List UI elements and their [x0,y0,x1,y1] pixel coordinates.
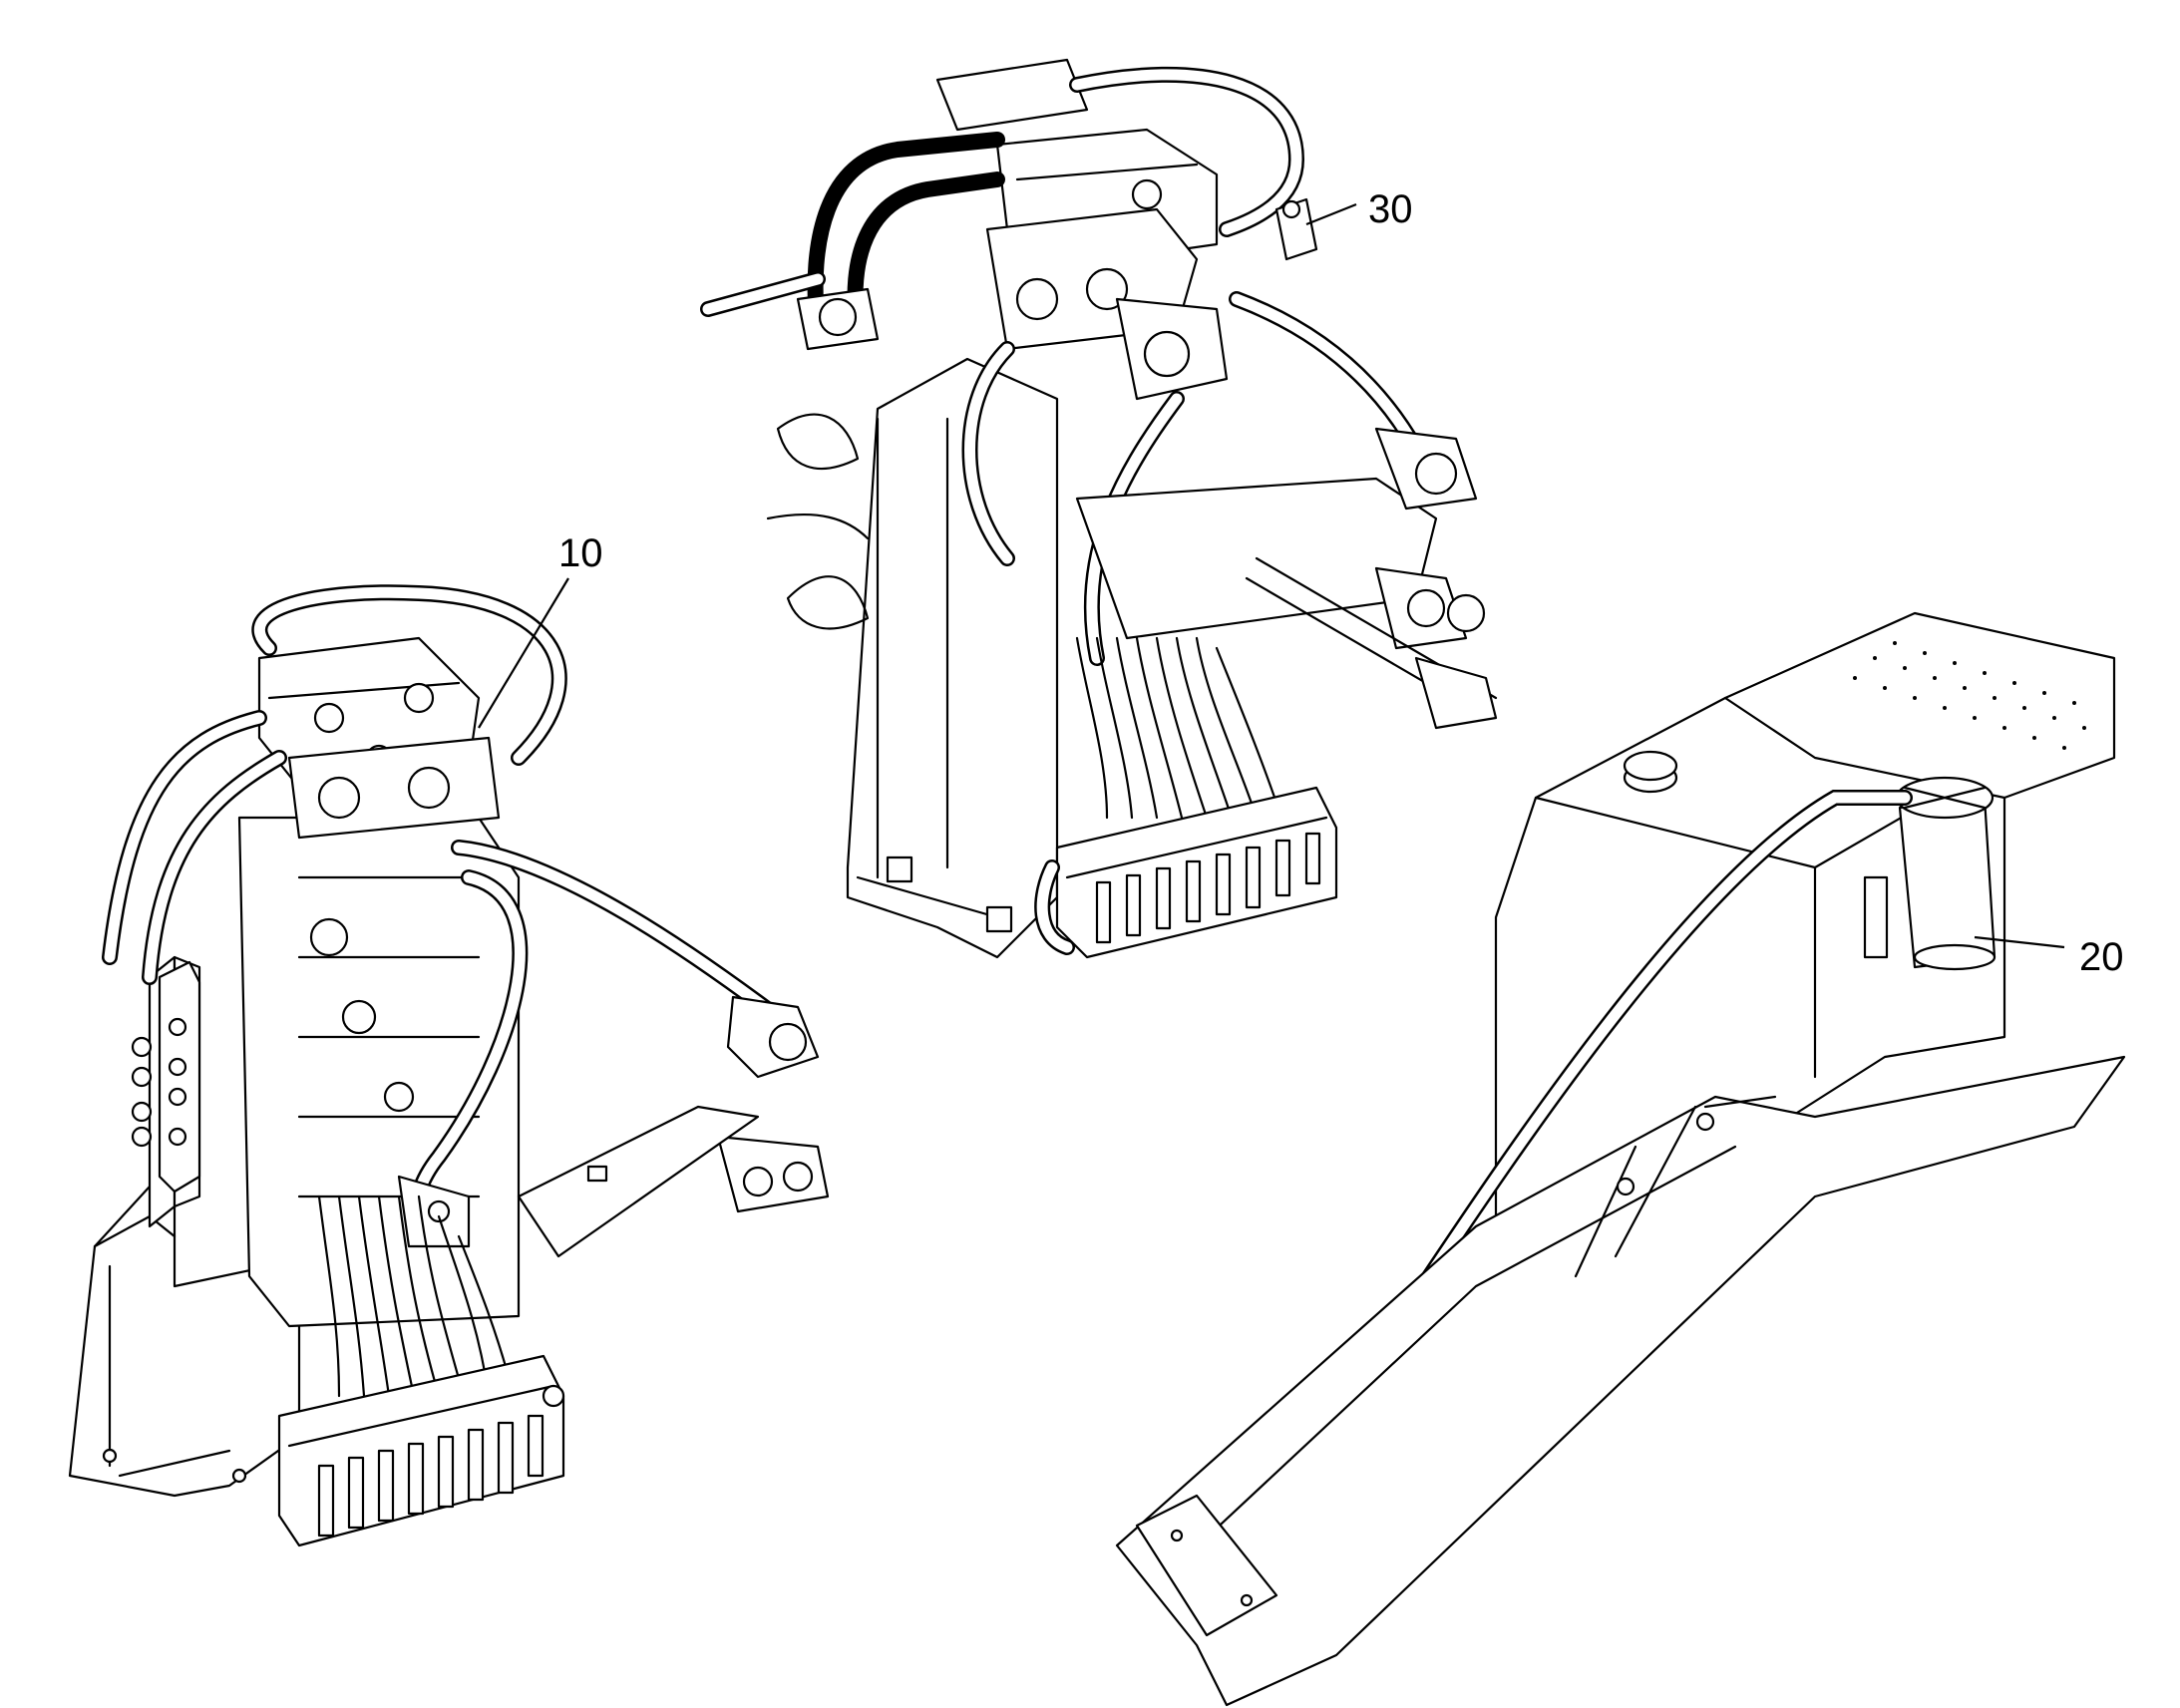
perforated-plate [1853,641,2086,750]
leader-20 [1974,935,2065,949]
callout-leaders [478,202,2065,949]
callout-label-10: 10 [558,531,603,575]
tank-and-hose-right-view [1115,611,2126,1707]
callout-label-20: 20 [2079,935,2124,979]
leader-30 [1305,202,1357,226]
sensor-fitting-30 [1274,197,1318,261]
valve-bank-spools-left [317,1414,545,1537]
filter-assembly-20 [1863,776,1997,971]
valve-assembly-top-view [700,58,1498,959]
leader-10 [478,577,569,729]
valve-assembly-left-view [68,584,830,1547]
manifold-fittings-left [131,1017,187,1148]
callout-label-30: 30 [1368,187,1413,231]
valve-bank-spools-top [1095,832,1321,944]
